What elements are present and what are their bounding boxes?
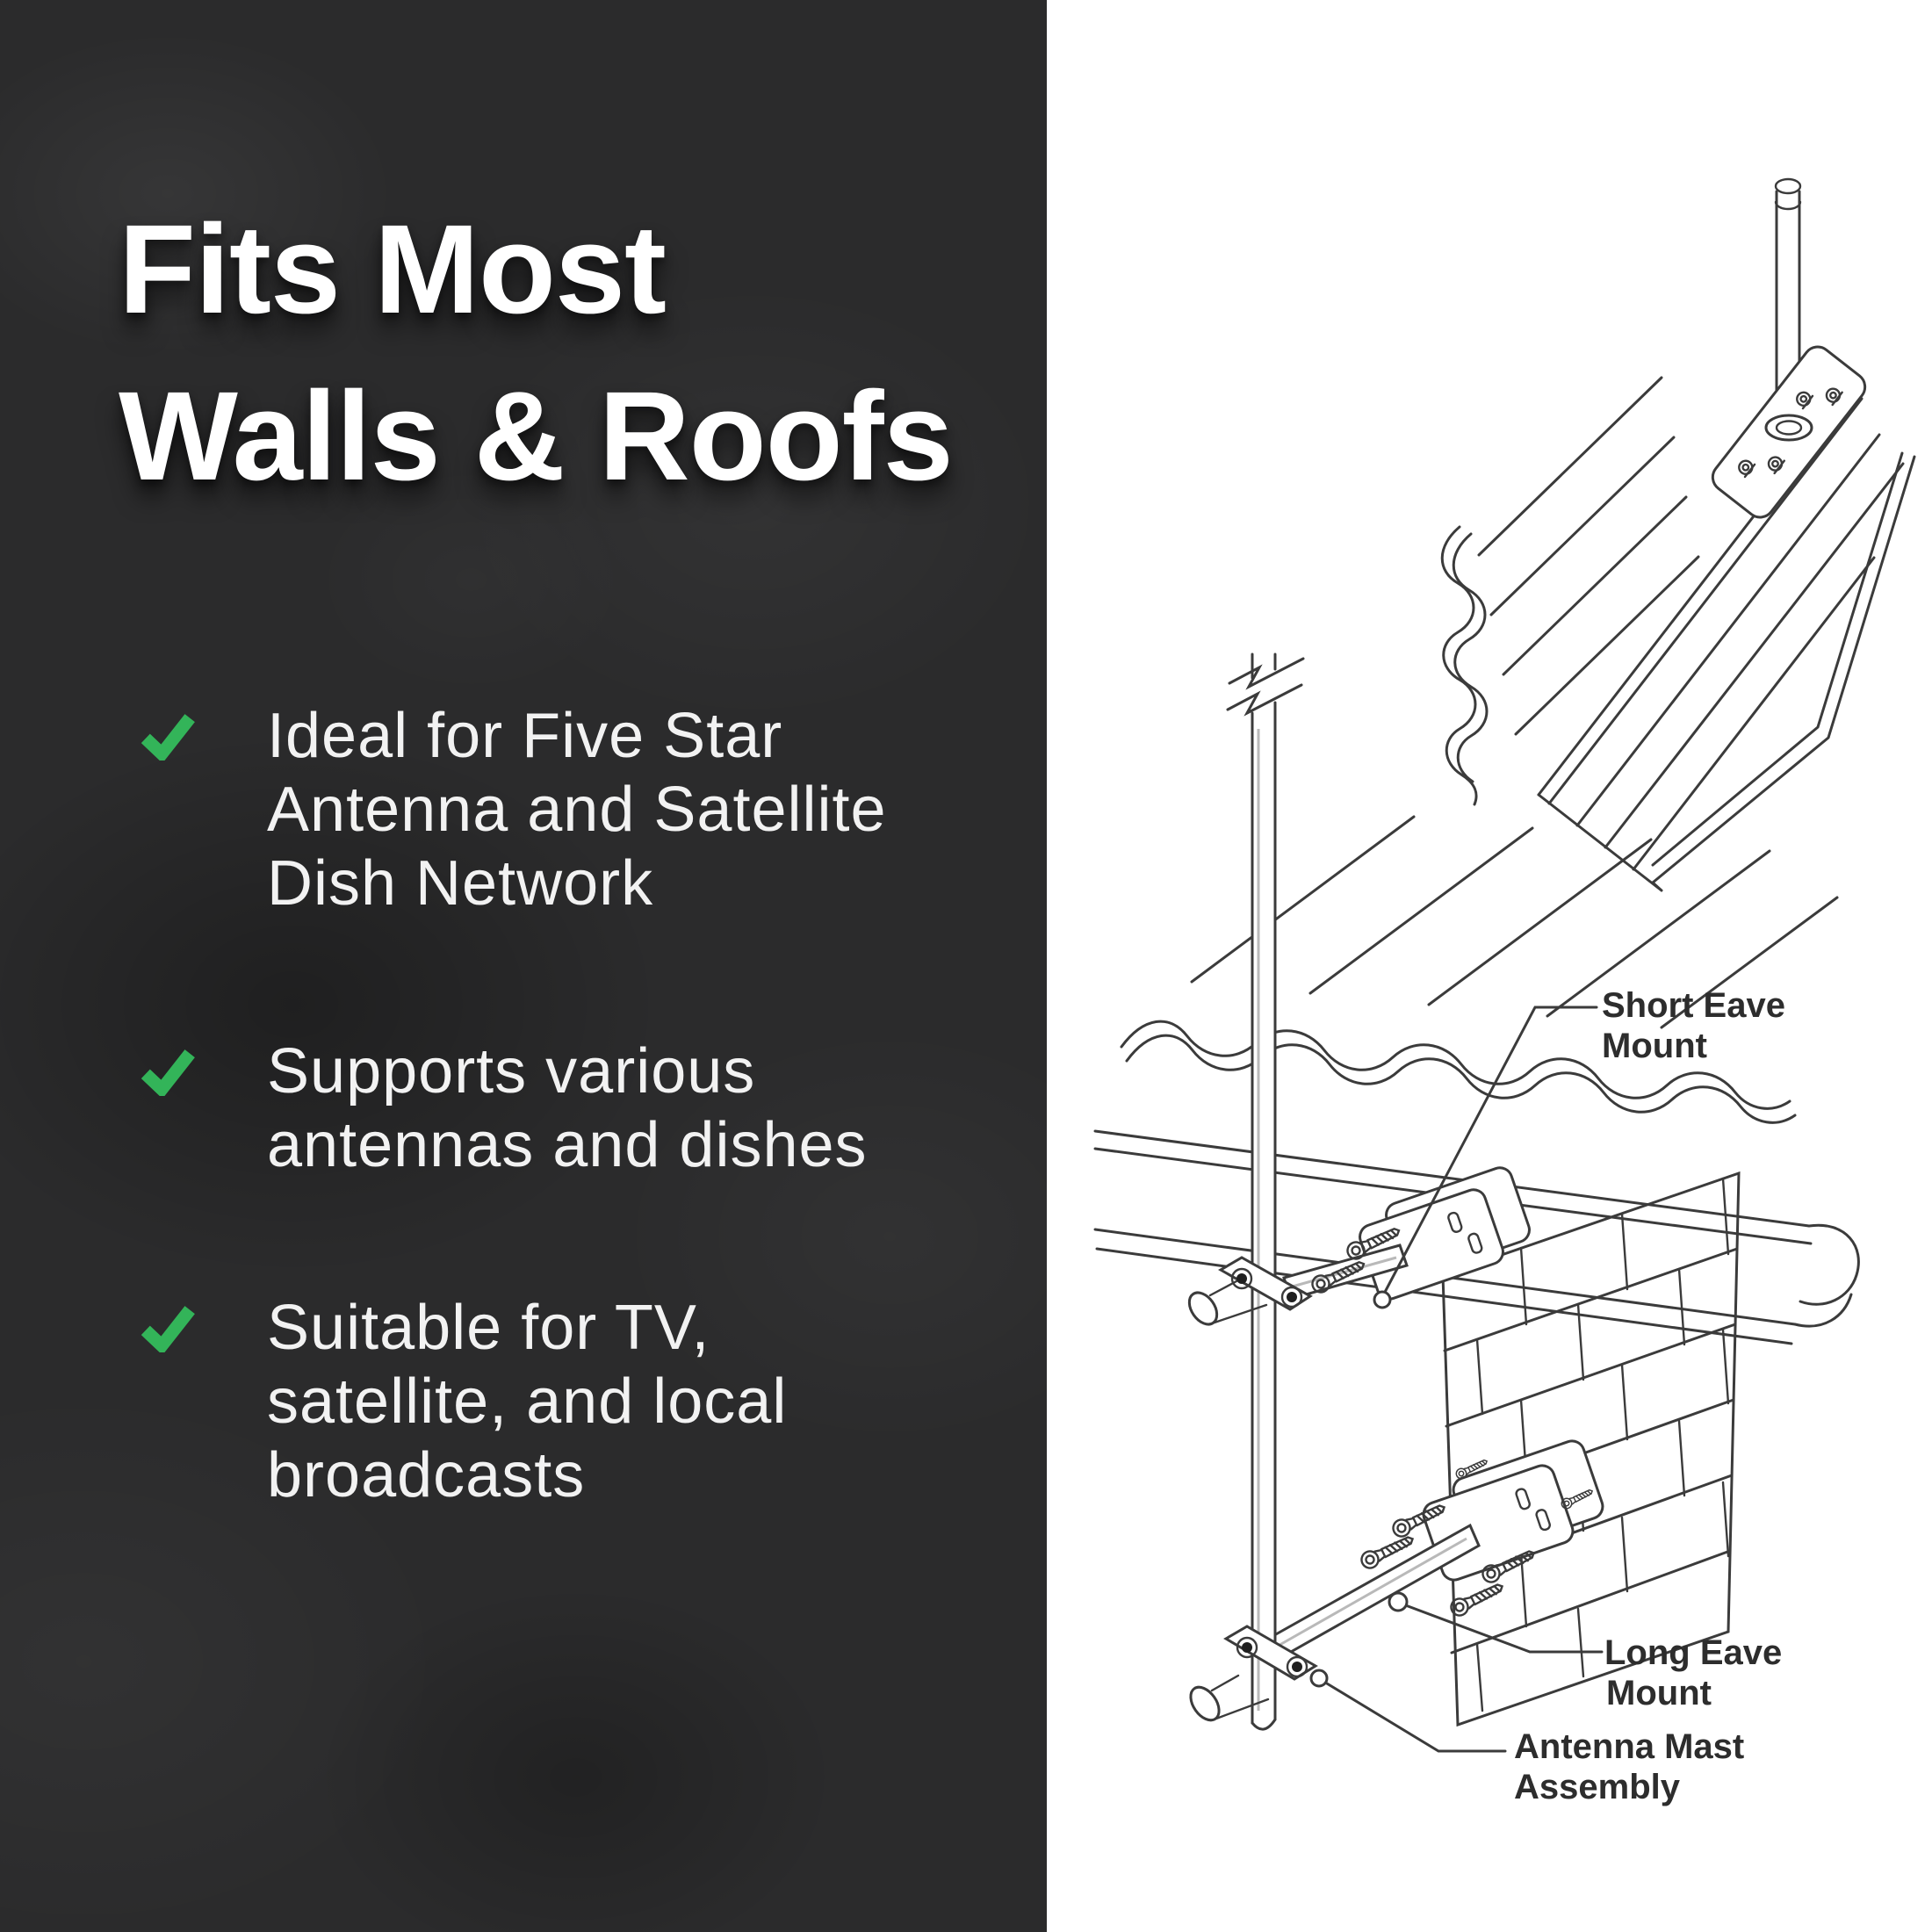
bullet-text: Suitable for TV, satellite, and local br… xyxy=(267,1293,788,1510)
eave-mount-diagram: Short Eave Mount Long Eave Mount Antenna… xyxy=(1093,177,1916,1806)
callouts: Short Eave Mount Long Eave Mount Antenna… xyxy=(1309,986,1785,1806)
label-mast-2: Assembly xyxy=(1514,1768,1681,1806)
page-title: Fits Most Walls & Roofs xyxy=(119,198,954,507)
diagram-panel: Short Eave Mount Long Eave Mount Antenna… xyxy=(1047,0,1932,1932)
checkmark-icon xyxy=(141,1049,195,1096)
roof-ridge-lines xyxy=(1477,376,1700,736)
bullet-text: Ideal for Five Star Antenna and Satellit… xyxy=(267,701,887,919)
pipe-break-symbol xyxy=(1228,657,1305,690)
leader-short-eave xyxy=(1381,1006,1598,1299)
leader-long-eave xyxy=(1402,1603,1604,1654)
list-item: Suitable for TV, satellite, and local br… xyxy=(141,1291,787,1512)
board-corner xyxy=(1651,451,1916,884)
checkmark-icon xyxy=(141,714,195,761)
board-face-lines xyxy=(1575,433,1905,871)
leader-mast xyxy=(1321,1679,1507,1753)
corrugated-edge xyxy=(1440,525,1478,806)
list-item: Ideal for Five Star Antenna and Satellit… xyxy=(141,699,887,920)
corrugated-edge xyxy=(1125,1034,1797,1124)
bullet-text: Supports various antennas and dishes xyxy=(267,1036,868,1180)
list-item: Supports various antennas and dishes xyxy=(141,1034,868,1182)
brick-course-lines xyxy=(1443,1247,1739,1654)
roof-slope-lines xyxy=(1190,815,1839,1029)
checkmark-icon xyxy=(141,1306,195,1352)
screw-icon xyxy=(1447,1577,1507,1619)
pipe-break-symbol xyxy=(1226,683,1303,717)
label-short-eave-1: Short Eave xyxy=(1602,986,1785,1025)
label-short-eave-2: Mount xyxy=(1602,1027,1707,1065)
gutter-end-curl xyxy=(1793,1223,1860,1328)
mast-collar xyxy=(1764,414,1813,442)
long-eave-mount xyxy=(1266,1439,1604,1662)
label-long-eave-2: Mount xyxy=(1606,1674,1712,1712)
antenna-mast-pole xyxy=(1226,652,1305,1731)
mast-clamps xyxy=(1187,1256,1318,1722)
label-long-eave-1: Long Eave xyxy=(1604,1633,1782,1672)
short-eave-mount xyxy=(1282,1166,1531,1301)
feature-panel: Fits Most Walls & Roofs Ideal for Five S… xyxy=(0,0,1047,1932)
corrugated-edge xyxy=(1120,1020,1791,1110)
label-mast-1: Antenna Mast xyxy=(1514,1727,1744,1766)
corrugated-edge xyxy=(1452,532,1489,783)
top-eave-isometric xyxy=(1440,177,1916,892)
